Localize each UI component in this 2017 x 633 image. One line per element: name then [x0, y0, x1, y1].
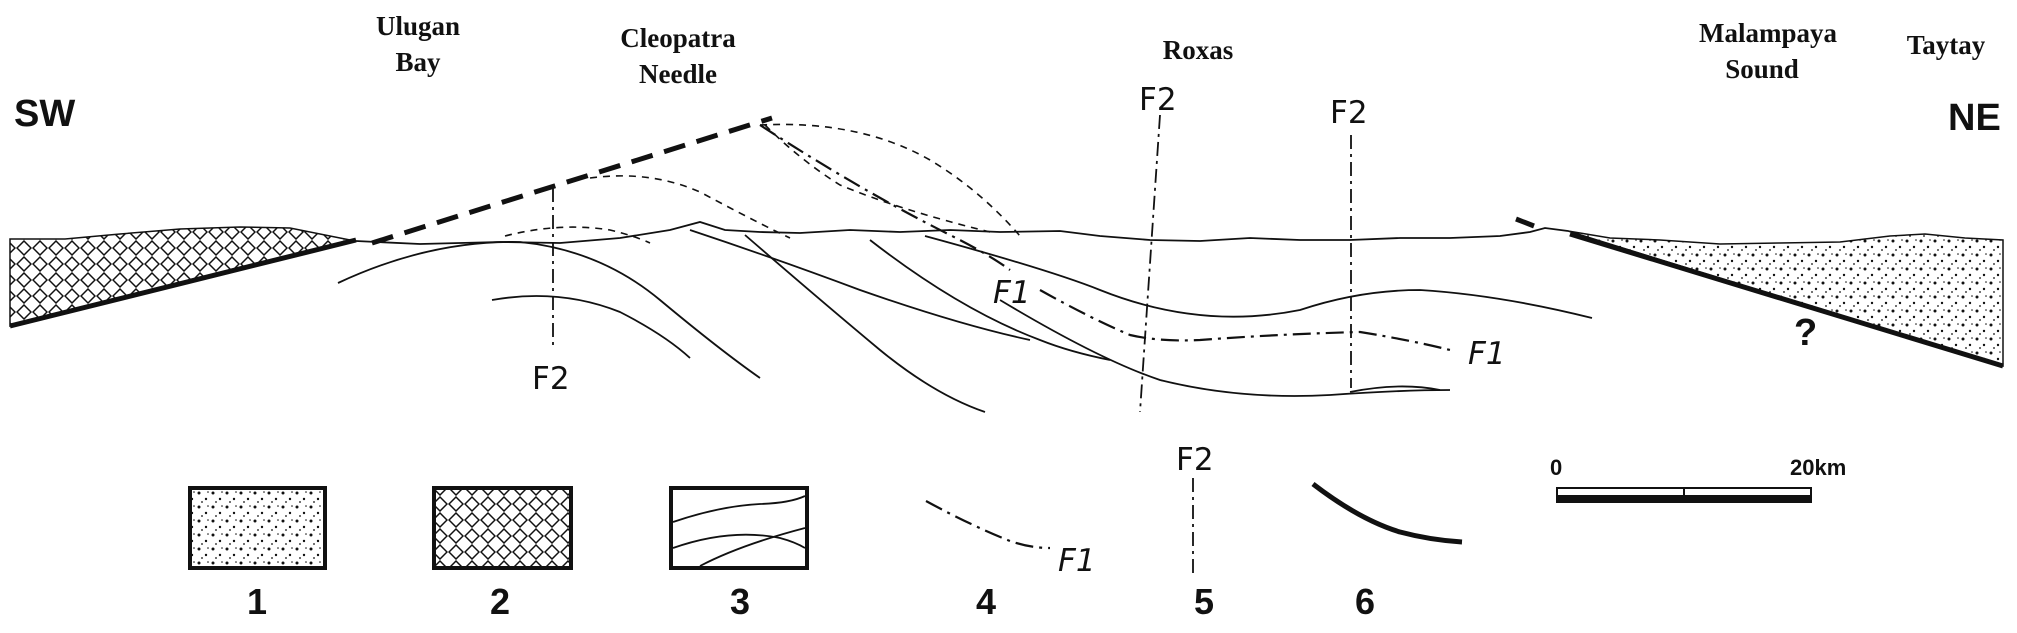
legend-number-4: 4	[976, 581, 996, 622]
scale-bar: 0 20km	[1550, 455, 1846, 503]
legend-symbol-4	[925, 500, 1051, 550]
eroded-antiform-dashed-mid	[589, 175, 791, 239]
stratum-line-3	[744, 234, 986, 413]
direction-sw: SW	[14, 93, 75, 135]
place-taytay: Taytay	[1907, 30, 1986, 60]
legend-symbol-6	[1311, 482, 1463, 545]
stratum-line-4	[869, 239, 1111, 361]
question-mask	[1788, 316, 1824, 350]
f2-label-roxas: F2	[1139, 82, 1177, 118]
place-malampaya-sound: Sound	[1725, 54, 1799, 84]
stratum-line-2	[491, 295, 691, 359]
place-cleopatra: Cleopatra	[620, 23, 736, 53]
place-roxas: Roxas	[1163, 35, 1234, 65]
f2-label-left: F2	[532, 361, 570, 397]
legend-swatch-3	[669, 486, 809, 570]
scale-start-label: 0	[1550, 455, 1562, 480]
f2-trace-roxas	[1139, 114, 1161, 413]
stratum-line-5	[689, 229, 1031, 341]
place-cleopatra-needle: Needle	[639, 59, 717, 89]
stratum-line-syncline-lower	[999, 299, 1451, 397]
ne-basal-thrust	[1569, 231, 2004, 369]
f1-thrust-trace	[759, 124, 1011, 271]
sw-basal-thrust	[9, 237, 357, 329]
f2-label-right: F2	[1330, 95, 1368, 131]
f1-label-upper: F1	[993, 275, 1031, 311]
direction-ne: NE	[1948, 97, 2001, 139]
place-ulugan: Ulugan	[376, 11, 460, 41]
legend-number-6: 6	[1355, 581, 1375, 622]
legend-label-5: F2	[1176, 442, 1214, 478]
f1-label-lower: F1	[1468, 336, 1506, 372]
legend-swatch-1	[188, 486, 327, 570]
eroded-antiform-dashed-left	[504, 226, 651, 244]
legend-number-3: 3	[730, 581, 750, 622]
ne-envelope-stub	[1515, 216, 1535, 229]
legend-number-5: 5	[1194, 581, 1214, 622]
eroded-antiform-dashed-right	[759, 123, 1021, 237]
eroded-envelope-thick-dashed	[371, 115, 773, 246]
place-ulugan-bay: Bay	[395, 47, 441, 77]
eroded-limb-dashed	[764, 124, 991, 233]
legend-label-4: F1	[1058, 543, 1096, 579]
legend-number-1: 1	[247, 581, 267, 622]
stratum-line-1	[337, 241, 761, 379]
stratum-line-syncline-right	[1349, 385, 1441, 393]
f1-thrust-trace-lower	[1039, 289, 1451, 352]
scale-end-label: 20km	[1790, 455, 1846, 480]
question-mark: ?	[1794, 312, 1817, 354]
legend-number-2: 2	[490, 581, 510, 622]
stratum-line-syncline-upper	[924, 235, 1593, 319]
ground-surface	[355, 221, 1569, 245]
legend-swatch-2	[432, 486, 573, 570]
legend: F1 F2 1 2 3 4 5 6	[188, 442, 1463, 622]
place-malampaya: Malampaya	[1699, 18, 1837, 48]
